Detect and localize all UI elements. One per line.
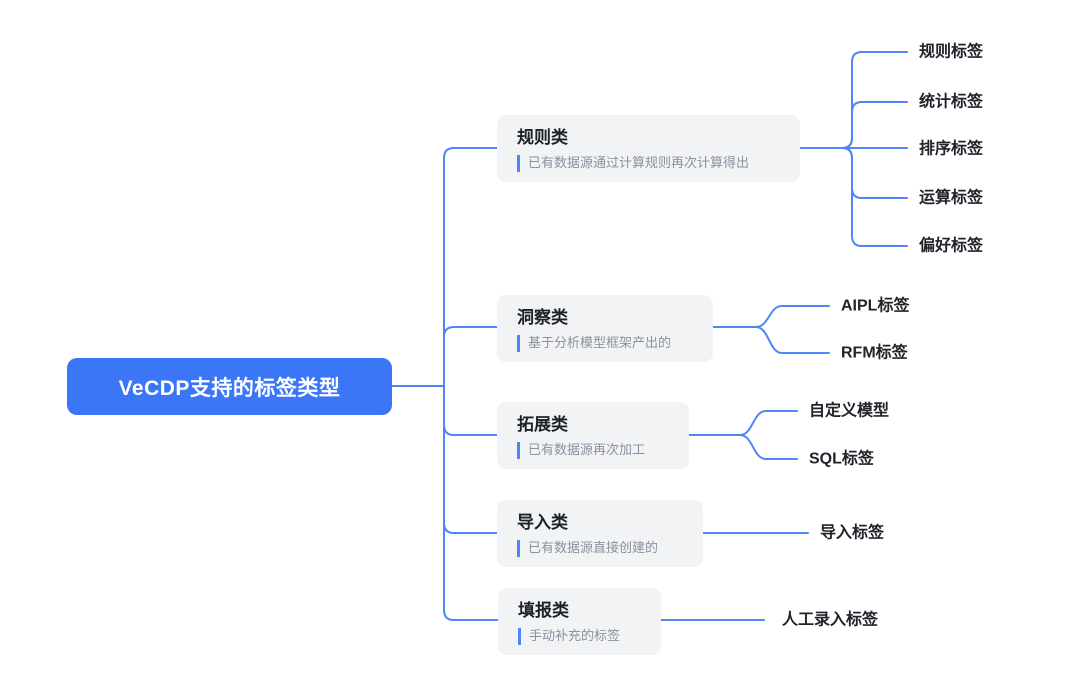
branch-subtitle: 已有数据源再次加工 (517, 442, 669, 459)
branch-subtitle: 已有数据源通过计算规则再次计算得出 (517, 155, 780, 172)
connector-leaf-rfm-tag (712, 326, 830, 354)
leaf-manual-entry-tag: 人工录入标签 (782, 611, 879, 629)
leaf-import-tag: 导入标签 (820, 524, 885, 542)
branch-subtitle: 手动补充的标签 (518, 628, 641, 645)
connector-branch-insight (443, 326, 498, 387)
connector-leaf-aipl-tag (712, 305, 830, 328)
branch-title: 规则类 (517, 128, 568, 147)
connector-leaf-preference-tag (800, 147, 908, 247)
connector-leaf-sql-tag (688, 434, 798, 460)
branch-title: 洞察类 (517, 308, 568, 327)
connector-branch-manual (443, 385, 499, 621)
branch-node-import: 导入类 已有数据源直接创建的 (497, 500, 703, 567)
leaf-rule-tag: 规则标签 (919, 43, 984, 61)
connector-leaf-rule-tag (800, 51, 908, 149)
branch-node-rule: 规则类 已有数据源通过计算规则再次计算得出 (497, 115, 800, 182)
leaf-rfm-tag: RFM标签 (841, 344, 908, 362)
branch-subtitle: 已有数据源直接创建的 (517, 540, 683, 557)
root-label: VeCDP支持的标签类型 (118, 376, 341, 400)
leaf-operation-tag: 运算标签 (919, 189, 984, 207)
leaf-preference-tag: 偏好标签 (919, 237, 984, 255)
leaf-stats-tag: 统计标签 (919, 93, 984, 111)
leaf-custom-model: 自定义模型 (809, 402, 890, 420)
root-node: VeCDP支持的标签类型 (67, 358, 392, 415)
branch-node-extension: 拓展类 已有数据源再次加工 (497, 402, 689, 469)
branch-title: 填报类 (518, 601, 569, 620)
leaf-sort-tag: 排序标签 (919, 140, 984, 158)
branch-title: 导入类 (517, 513, 568, 532)
connector-branch-extension (443, 385, 498, 436)
connector-leaf-custom-model (688, 410, 798, 436)
connector-branch-import (443, 385, 498, 534)
branch-node-manual: 填报类 手动补充的标签 (498, 588, 661, 655)
leaf-sql-tag: SQL标签 (809, 450, 874, 468)
connector-leaf-stats-tag (800, 101, 908, 149)
connector-leaf-operation-tag (800, 147, 908, 199)
connector-branch-rule (443, 147, 498, 387)
branch-title: 拓展类 (517, 415, 568, 434)
branch-node-insight: 洞察类 基于分析模型框架产出的 (497, 295, 713, 362)
leaf-aipl-tag: AIPL标签 (841, 297, 910, 315)
branch-subtitle: 基于分析模型框架产出的 (517, 335, 693, 352)
